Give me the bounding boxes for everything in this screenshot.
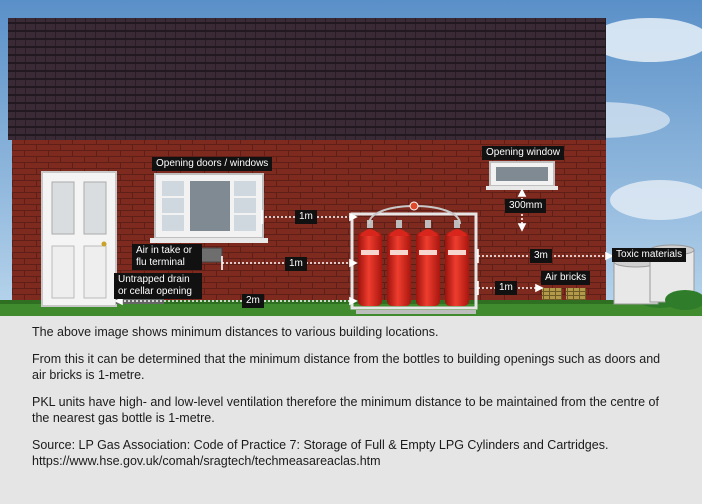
gas-cylinder — [416, 220, 440, 306]
distance-air-bricks-bottles: 1m — [495, 281, 517, 295]
front-door — [42, 172, 116, 306]
roof — [8, 18, 606, 140]
label-untrapped-drain: Untrapped drain or cellar opening — [114, 273, 202, 299]
gas-cylinder — [358, 220, 382, 306]
caption-panel: The above image shows minimum distances … — [0, 316, 702, 504]
distance-window-bottles: 1m — [295, 210, 317, 224]
air-brick — [566, 288, 586, 300]
opening-window-right — [486, 162, 558, 190]
caption-paragraph: The above image shows minimum distances … — [32, 324, 670, 340]
regulator-icon — [410, 202, 418, 210]
caption-paragraph: PKL units have high- and low-level venti… — [32, 394, 670, 426]
distance-opening-window-vertical: 300mm — [505, 199, 546, 213]
distance-drain-bottles: 2m — [242, 294, 264, 308]
gas-cylinder — [445, 220, 469, 306]
caption-source: Source: LP Gas Association: Code of Prac… — [32, 437, 670, 469]
label-toxic-materials: Toxic materials — [612, 248, 686, 262]
label-air-intake: Air in take or flu terminal — [132, 244, 202, 270]
caption-paragraph: From this it can be determined that the … — [32, 351, 670, 383]
air-brick — [542, 288, 562, 300]
label-air-bricks: Air bricks — [541, 271, 590, 285]
distance-air-intake-bottles: 1m — [285, 257, 307, 271]
house-illustration — [0, 0, 702, 316]
label-opening-window: Opening window — [482, 146, 564, 160]
label-opening-doors-windows: Opening doors / windows — [152, 157, 272, 171]
gas-cylinder — [387, 220, 411, 306]
source-text: Source: LP Gas Association: Code of Prac… — [32, 438, 608, 452]
distance-toxic-bottles: 3m — [530, 249, 552, 263]
opening-window-left — [150, 174, 268, 243]
source-link[interactable]: https://www.hse.gov.uk/comah/sragtech/te… — [32, 454, 381, 468]
